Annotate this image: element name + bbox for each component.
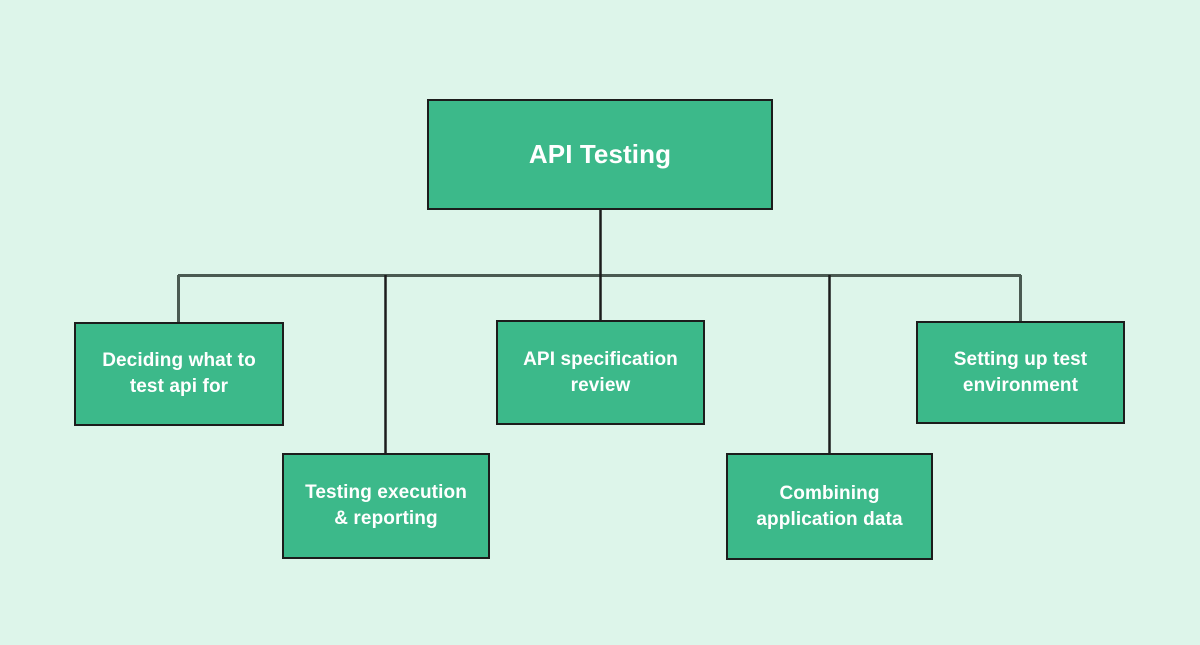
node-deciding-what-to-test-label: Deciding what to test api for — [102, 350, 256, 397]
node-api-specification-review-label: API specification review — [523, 348, 678, 396]
node-root-api-testing[interactable]: API Testing — [427, 99, 773, 210]
node-setting-up-test-environment-label: Setting up test environment — [953, 348, 1088, 396]
node-testing-execution-label: Testing execution & reporting — [305, 482, 467, 529]
node-api-specification-review[interactable]: API specification review — [496, 320, 705, 425]
node-setting-up-test-environment[interactable]: Setting up test environment — [916, 321, 1125, 424]
node-combining-application-data-label: Combining application data — [756, 482, 903, 530]
node-testing-execution[interactable]: Testing execution & reporting — [282, 453, 490, 559]
node-combining-application-data[interactable]: Combining application data — [726, 453, 933, 560]
node-deciding-what-to-test[interactable]: Deciding what to test api for — [74, 322, 284, 426]
node-root-label: API Testing — [528, 138, 672, 169]
